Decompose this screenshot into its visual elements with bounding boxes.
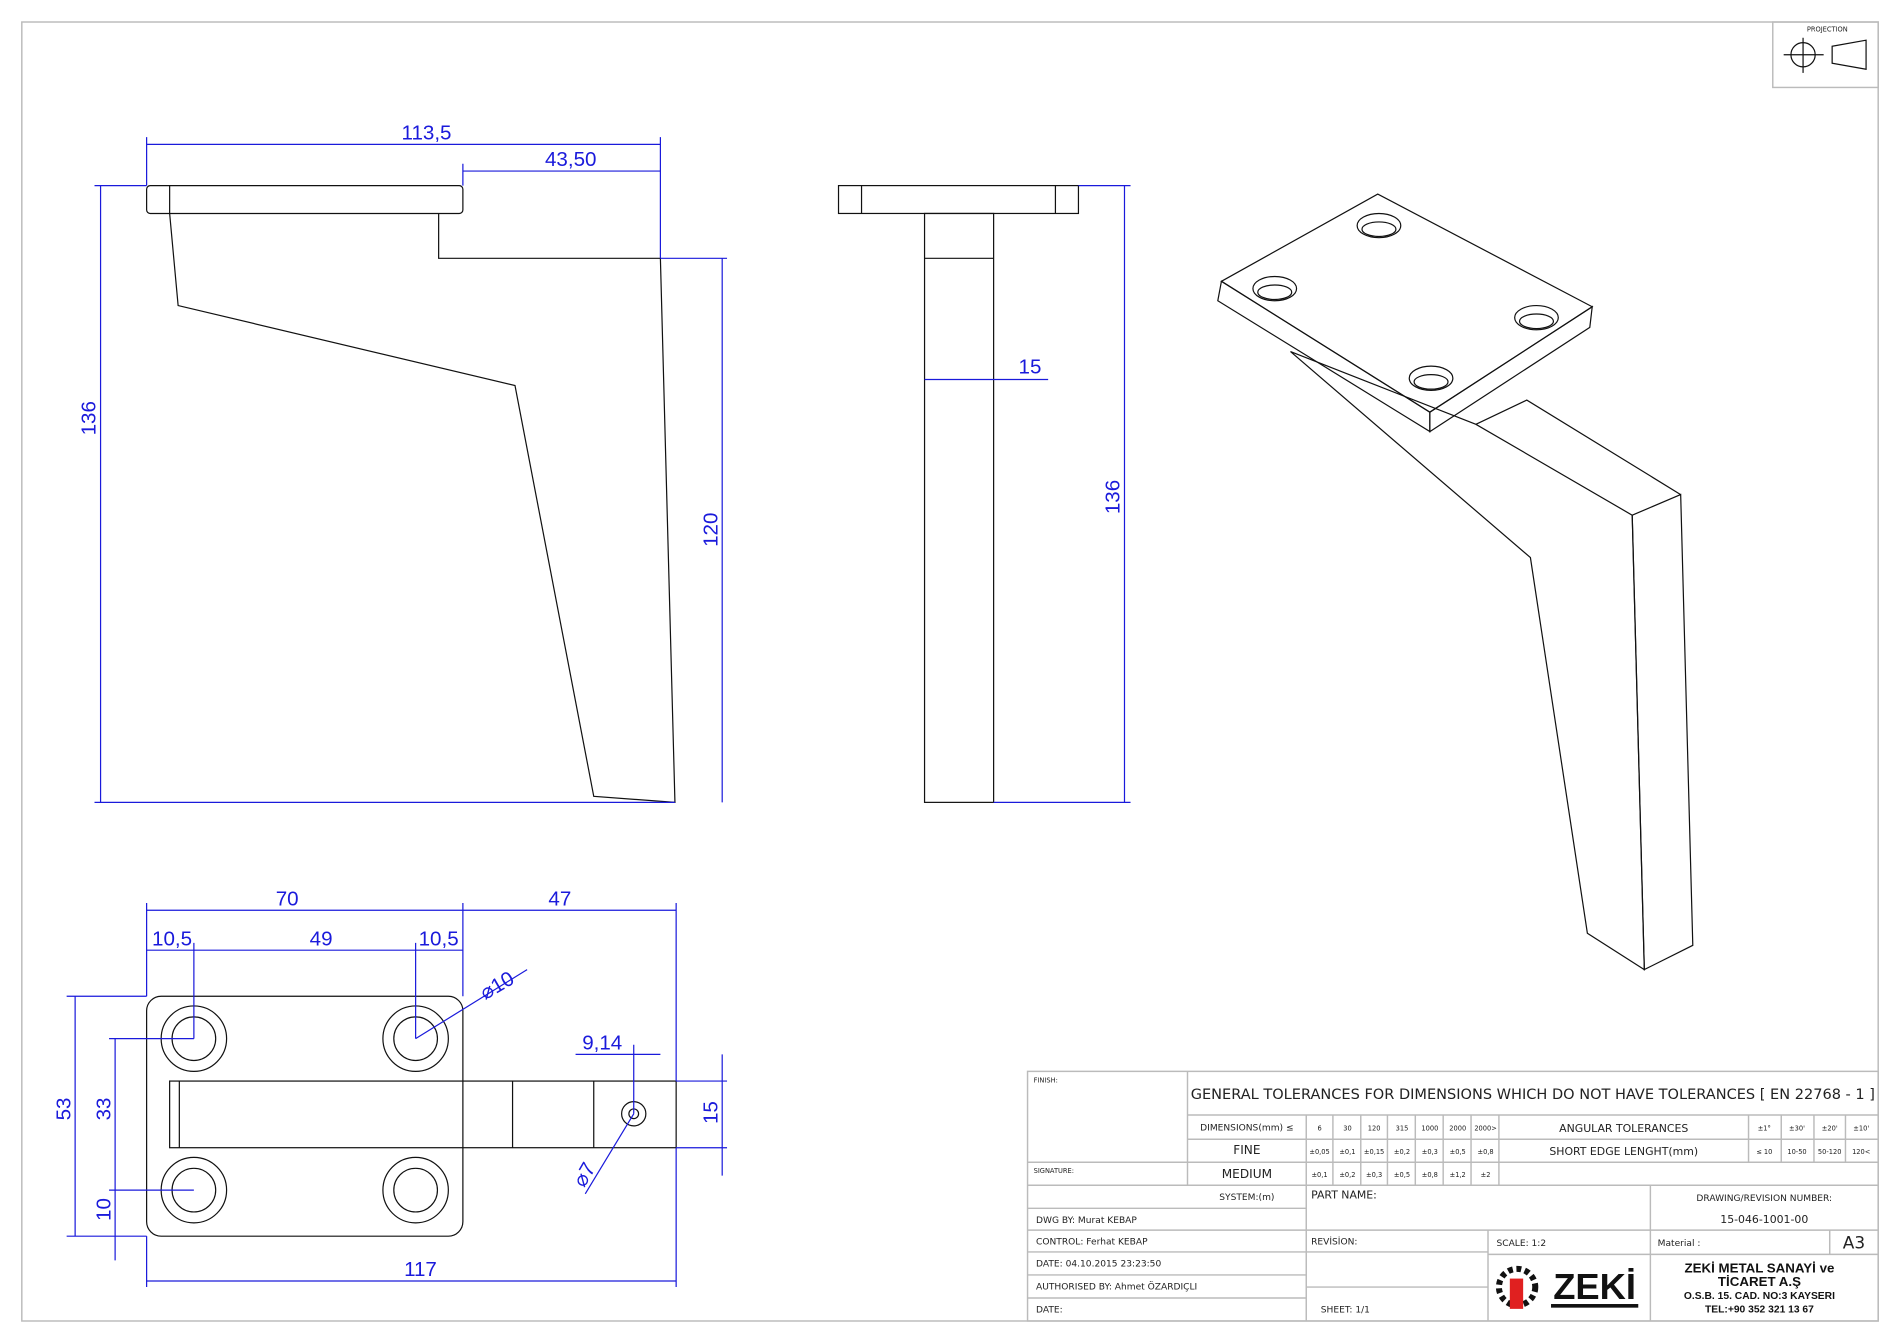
dwg-by: DWG BY: Murat KEBAP <box>1036 1216 1137 1226</box>
date-drawn: DATE: 04.10.2015 23:23:50 <box>1036 1259 1161 1269</box>
authorised-by: AUTHORISED BY: Ahmet ÖZARDIÇLI <box>1036 1281 1197 1292</box>
control: CONTROL: Ferhat KEBAP <box>1036 1238 1148 1248</box>
cell: ±0,8 <box>1422 1171 1438 1179</box>
dim-43-50: 43,50 <box>545 148 597 171</box>
company-address: O.S.B. 15. CAD. NO:3 KAYSERI <box>1684 1291 1835 1302</box>
cell: ±0,15 <box>1364 1148 1384 1156</box>
cell: ±0,5 <box>1394 1171 1410 1179</box>
cell: ±2 <box>1481 1171 1491 1179</box>
projection-label: PROJECTION <box>1807 26 1848 34</box>
cell: ±0,2 <box>1394 1148 1410 1156</box>
cell: ±1° <box>1758 1125 1771 1133</box>
dimensions-label: DIMENSIONS(mm) ≤ <box>1200 1124 1293 1134</box>
revision-label: REVİSİON: <box>1311 1237 1357 1248</box>
dim-47: 47 <box>548 887 571 910</box>
dim-120: 120 <box>699 513 722 547</box>
dim-10-5-left: 10,5 <box>152 927 192 950</box>
system-label: SYSTEM:(m) <box>1219 1193 1274 1203</box>
cell: 120 <box>1368 1125 1381 1133</box>
logo-text: ZEKİ <box>1553 1266 1636 1307</box>
title-block: FINISH: SIGNATURE: GENERAL TOLERANCES FO… <box>1026 1070 1879 1322</box>
cell: ±0,8 <box>1478 1148 1494 1156</box>
dim-49: 49 <box>310 927 333 950</box>
sheet-size: A3 <box>1843 1232 1865 1252</box>
medium-label: MEDIUM <box>1222 1167 1272 1181</box>
cell: 120< <box>1852 1148 1870 1156</box>
company-logo: ZEKİ <box>1495 1265 1639 1309</box>
dim-10: 10 <box>92 1198 115 1221</box>
drawing-number: 15-046-1001-00 <box>1720 1213 1808 1226</box>
tolerance-grid: 6 30 120 315 1000 2000 2000> ±0,05 ±0,1 … <box>1309 1125 1496 1179</box>
cell: ±0,05 <box>1309 1148 1329 1156</box>
dim-53: 53 <box>52 1097 75 1120</box>
cell: 10-50 <box>1787 1148 1806 1156</box>
date-label: DATE: <box>1036 1306 1063 1316</box>
company-name-line2: TİCARET A.Ş <box>1718 1274 1801 1289</box>
dim-15: 15 <box>1019 355 1042 378</box>
material-label: Material : <box>1658 1239 1701 1249</box>
cell: 315 <box>1396 1125 1409 1133</box>
scale: SCALE: 1:2 <box>1496 1239 1546 1249</box>
sheet-border <box>21 21 1879 1322</box>
cell: 2000 <box>1449 1125 1466 1133</box>
company-name-line1: ZEKİ METAL SANAYİ ve <box>1684 1261 1834 1276</box>
angular-tolerances-label: ANGULAR TOLERANCES <box>1559 1122 1688 1135</box>
dim-15-bottom: 15 <box>699 1101 722 1124</box>
front-view: 113,5 43,50 136 120 <box>78 122 728 804</box>
sheet-number: SHEET: 1/1 <box>1321 1306 1370 1316</box>
signature-label: SIGNATURE: <box>1034 1167 1074 1175</box>
projection-symbol: PROJECTION <box>1772 21 1879 89</box>
cell: 1000 <box>1421 1125 1438 1133</box>
side-view: 15 136 <box>837 184 1131 803</box>
cell: ±0,5 <box>1450 1148 1466 1156</box>
dim-70: 70 <box>276 887 299 910</box>
dim-113-5: 113,5 <box>402 122 452 145</box>
dim-136: 136 <box>78 401 101 435</box>
fine-label: FINE <box>1233 1143 1260 1157</box>
dim-117: 117 <box>404 1258 437 1281</box>
angular-grid: ±1° ±30' ±20' ±10' ≤ 10 10-50 50-120 120… <box>1756 1125 1870 1156</box>
company-phone: TEL:+90 352 321 13 67 <box>1705 1305 1814 1316</box>
dim-diameter-7: ⌀7 <box>569 1159 601 1191</box>
cell: 2000> <box>1474 1125 1497 1133</box>
cell: 50-120 <box>1818 1148 1842 1156</box>
cell: 6 <box>1317 1125 1321 1133</box>
cell: ±20' <box>1822 1125 1838 1133</box>
cell: ±0,3 <box>1422 1148 1438 1156</box>
finish-label: FINISH: <box>1034 1076 1058 1084</box>
dim-33: 33 <box>92 1097 115 1120</box>
part-name-label: PART NAME: <box>1311 1189 1377 1202</box>
cell: ≤ 10 <box>1756 1148 1772 1156</box>
cell: 30 <box>1343 1125 1351 1133</box>
general-tolerances-header: GENERAL TOLERANCES FOR DIMENSIONS WHICH … <box>1191 1087 1875 1103</box>
dim-diameter-10: ⌀10 <box>476 967 518 1005</box>
cell: ±10' <box>1853 1125 1869 1133</box>
cell: ±0,2 <box>1339 1171 1355 1179</box>
dim-9-14: 9,14 <box>582 1032 622 1055</box>
bottom-view: 70 47 10,5 49 10,5 ⌀10 9,14 ⌀7 53 33 10 … <box>52 887 728 1288</box>
drawing-number-label: DRAWING/REVISION NUMBER: <box>1696 1194 1832 1204</box>
short-edge-label: SHORT EDGE LENGHT(mm) <box>1549 1145 1698 1158</box>
dim-136-side: 136 <box>1102 480 1125 514</box>
dim-10-5-right: 10,5 <box>419 927 459 950</box>
cell: ±1,2 <box>1450 1171 1466 1179</box>
cell: ±0,1 <box>1311 1171 1327 1179</box>
isometric-view <box>1217 193 1694 971</box>
cell: ±30' <box>1789 1125 1805 1133</box>
cell: ±0,3 <box>1366 1171 1382 1179</box>
cell: ±0,1 <box>1339 1148 1355 1156</box>
